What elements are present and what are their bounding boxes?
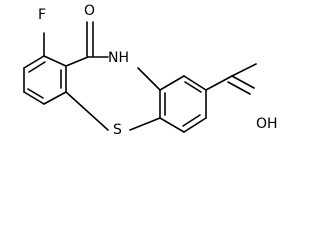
- bond-r5-r6: [183, 75, 207, 91]
- bond-ring-carbonyl: [65, 56, 89, 67]
- atom-label-carbonyl-oxygen: O: [84, 3, 95, 19]
- atom-label-sulfur: S: [113, 122, 122, 138]
- bond-ring-cooh: [205, 75, 233, 91]
- bond-c1-c2: [23, 55, 45, 69]
- aromatic-inner-bond: [184, 81, 202, 93]
- bond-c2-c3: [43, 55, 67, 67]
- bond-cooh-oh: [231, 63, 257, 77]
- atom-label-nh: NH: [108, 50, 129, 66]
- bond-n-ring: [137, 67, 161, 91]
- atom-label-hydroxyl: OH: [256, 116, 278, 132]
- aromatic-inner-bond: [28, 61, 46, 73]
- bond-r3-r4: [183, 117, 207, 133]
- aromatic-inner-bond: [27, 88, 44, 99]
- bond-r2-r3: [159, 117, 185, 133]
- molecule-structure: F O NH S OH: [23, 3, 278, 138]
- atom-label-fluorine: F: [38, 7, 46, 23]
- aromatic-inner-bond: [182, 114, 201, 127]
- bond-r6-r1: [159, 75, 185, 91]
- bond-c4-c5: [43, 91, 67, 105]
- bond-c5-c6: [23, 91, 45, 105]
- structure-canvas: F O NH S OH: [23, 3, 278, 138]
- bond-cooh-o-1: [231, 75, 255, 89]
- bond-s-right-ring: [129, 117, 161, 131]
- bond-left-ring-s: [65, 91, 109, 131]
- bond-cooh-o-2: [227, 81, 251, 95]
